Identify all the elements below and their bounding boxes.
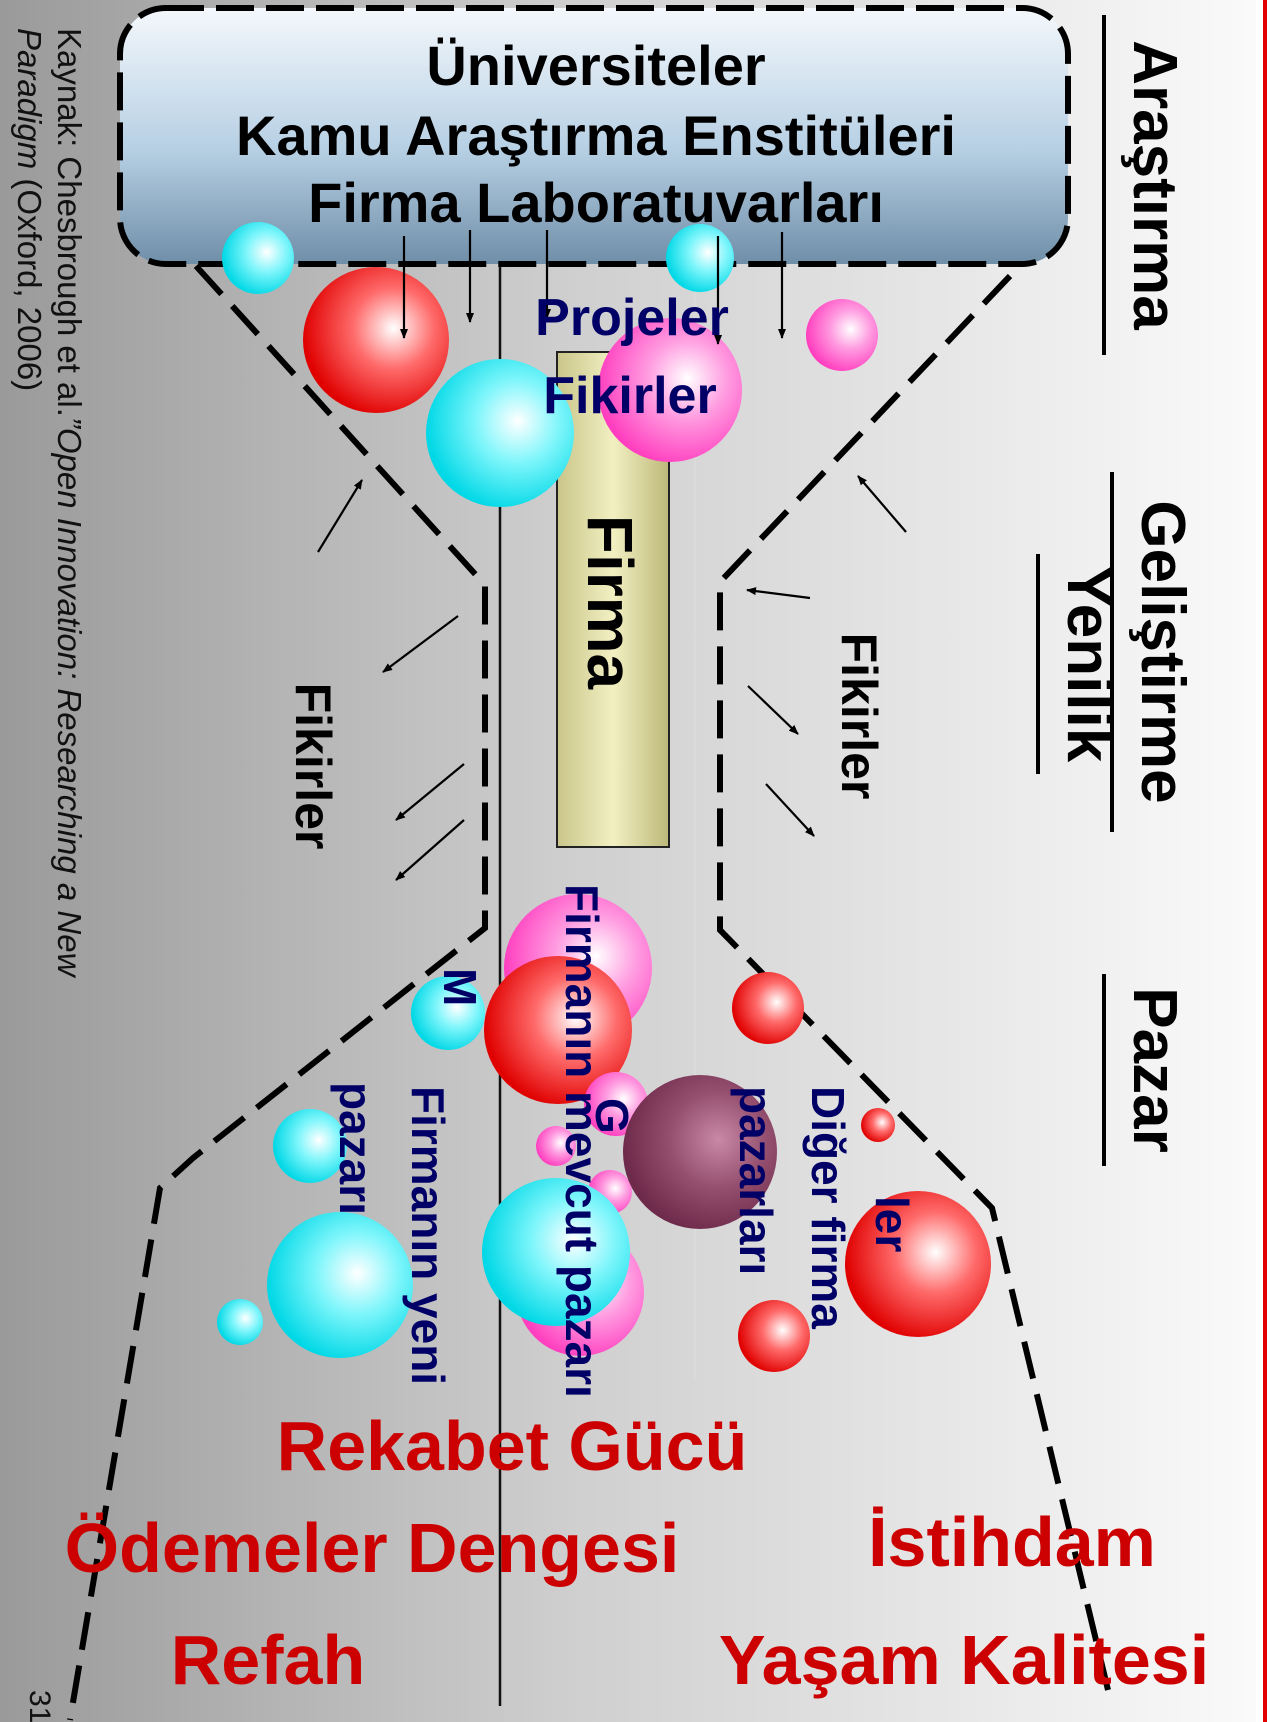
label-ideas-left: Fikirler bbox=[285, 683, 341, 850]
sphere-cyan bbox=[267, 1212, 413, 1358]
outcome-welfare: Refah bbox=[171, 1621, 365, 1699]
sphere-red bbox=[303, 267, 449, 413]
citation-line1: Kaynak: Chesbrough et al.”Open Innovatio… bbox=[51, 28, 88, 979]
sphere-cyan bbox=[666, 224, 734, 292]
sphere-red bbox=[484, 956, 632, 1104]
sphere-red bbox=[861, 1108, 895, 1142]
arrow-in-right bbox=[746, 587, 811, 600]
idea-arrows bbox=[317, 230, 907, 881]
sphere-pink bbox=[536, 1126, 576, 1166]
citation-line2-b: (Oxford, 2006) bbox=[11, 169, 48, 391]
stage-research-label: Araştırma bbox=[1120, 40, 1189, 330]
arrow-in-right-top bbox=[857, 475, 907, 533]
stage-research: Araştırma bbox=[1102, 15, 1189, 355]
label-projects: Projeler bbox=[535, 289, 729, 347]
label-ideas-top: Fikirler bbox=[543, 367, 716, 425]
sphere-cyan bbox=[273, 1109, 347, 1183]
label-new-market-line1: Firmanın yeni bbox=[402, 1086, 454, 1385]
funnel-boundaries bbox=[67, 263, 1111, 1721]
source-line-firm-labs: Firma Laboratuvarları bbox=[308, 171, 884, 234]
citation-line1-a: Kaynak: Chesbrough et al. bbox=[51, 28, 88, 417]
label-partial-m: M bbox=[434, 968, 486, 1006]
sphere-cyan bbox=[426, 359, 574, 507]
outcome-employment: İstihdam bbox=[868, 1503, 1156, 1581]
sphere-red bbox=[732, 972, 804, 1044]
stage-development-label: Geliştirme bbox=[1128, 500, 1197, 803]
label-ideas-right: Fikirler bbox=[831, 633, 887, 800]
citation-line2-a: Paradigm bbox=[11, 28, 48, 169]
arrow-out-left-1 bbox=[382, 615, 459, 673]
source-line-universities: Üniversiteler bbox=[426, 34, 765, 97]
arrow-out-left-3 bbox=[395, 819, 465, 881]
arrow-out-right-2 bbox=[765, 783, 815, 837]
funnel-right-boundary bbox=[717, 273, 1111, 1691]
sphere-pink bbox=[806, 299, 878, 371]
outcome-quality-of-life: Yaşam Kalitesi bbox=[719, 1621, 1209, 1699]
sphere-cyan bbox=[222, 222, 294, 294]
citation-line1-b: ”Open Innovation: Researching a New bbox=[51, 417, 88, 979]
sphere-red bbox=[845, 1191, 991, 1337]
citation-line2: Paradigm (Oxford, 2006) bbox=[11, 28, 48, 391]
source-institutions-box bbox=[117, 5, 1071, 267]
outcome-competitiveness: Rekabet Gücü bbox=[277, 1407, 748, 1485]
label-partial-ler: ler bbox=[866, 1196, 918, 1252]
stage-innovation-label: Yenilik bbox=[1054, 566, 1123, 763]
arrow-out-right-1 bbox=[747, 685, 799, 735]
label-new-market-line2: pazarı bbox=[330, 1082, 382, 1215]
arrow-out-left-2 bbox=[395, 763, 465, 821]
sphere-cyan bbox=[217, 1299, 263, 1345]
label-other-firms-line1: Diğer firma bbox=[802, 1086, 854, 1329]
page-number: 31 bbox=[23, 1690, 56, 1722]
label-firm: Firma bbox=[574, 515, 646, 690]
stage-development: Geliştirme bbox=[1110, 472, 1197, 832]
sphere-pink bbox=[598, 318, 742, 462]
stage-market: Pazar bbox=[1102, 974, 1189, 1166]
stage-market-label: Pazar bbox=[1120, 987, 1189, 1152]
outcome-balance-of-payments: Ödemeler Dengesi bbox=[65, 1509, 680, 1587]
source-line-public-institutes: Kamu Araştırma Enstitüleri bbox=[236, 104, 956, 167]
label-current-market: Firmanın mevcut pazarı bbox=[556, 884, 608, 1398]
arrow-in-left-top bbox=[317, 479, 363, 553]
sphere-cyan bbox=[482, 1178, 630, 1326]
sphere-red bbox=[738, 1300, 810, 1372]
idea-spheres bbox=[217, 222, 991, 1372]
funnel-left-boundary bbox=[67, 263, 488, 1721]
sphere-mauve bbox=[623, 1075, 777, 1229]
sphere-cyan bbox=[411, 976, 485, 1050]
label-other-firms-line2: pazarları bbox=[730, 1086, 782, 1275]
label-partial-g: G bbox=[586, 1098, 638, 1134]
stage-innovation: Yenilik bbox=[1036, 554, 1123, 774]
